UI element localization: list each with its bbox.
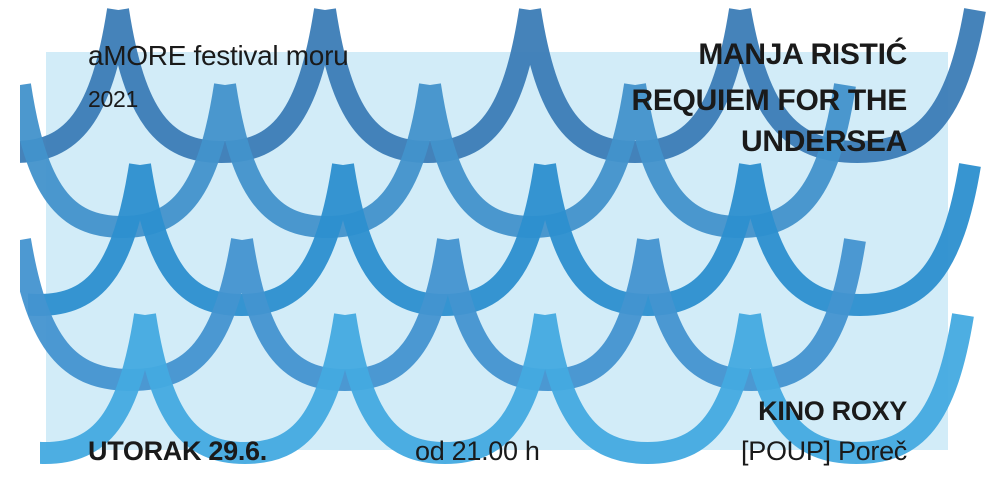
event-date: UTORAK 29.6. [88, 436, 267, 466]
artist-name: MANJA RISTIĆ [698, 38, 907, 71]
venue-location: [POUP] Poreč [741, 436, 907, 466]
work-title-line-1: REQUIEM FOR THE [631, 84, 907, 117]
festival-year: 2021 [88, 86, 138, 112]
venue-name: KINO ROXY [758, 396, 907, 426]
event-time: od 21.00 h [415, 436, 540, 466]
wave-row-5 [40, 313, 974, 465]
work-title-line-2: UNDERSEA [741, 125, 907, 158]
festival-name: aMORE festival moru [88, 40, 349, 71]
